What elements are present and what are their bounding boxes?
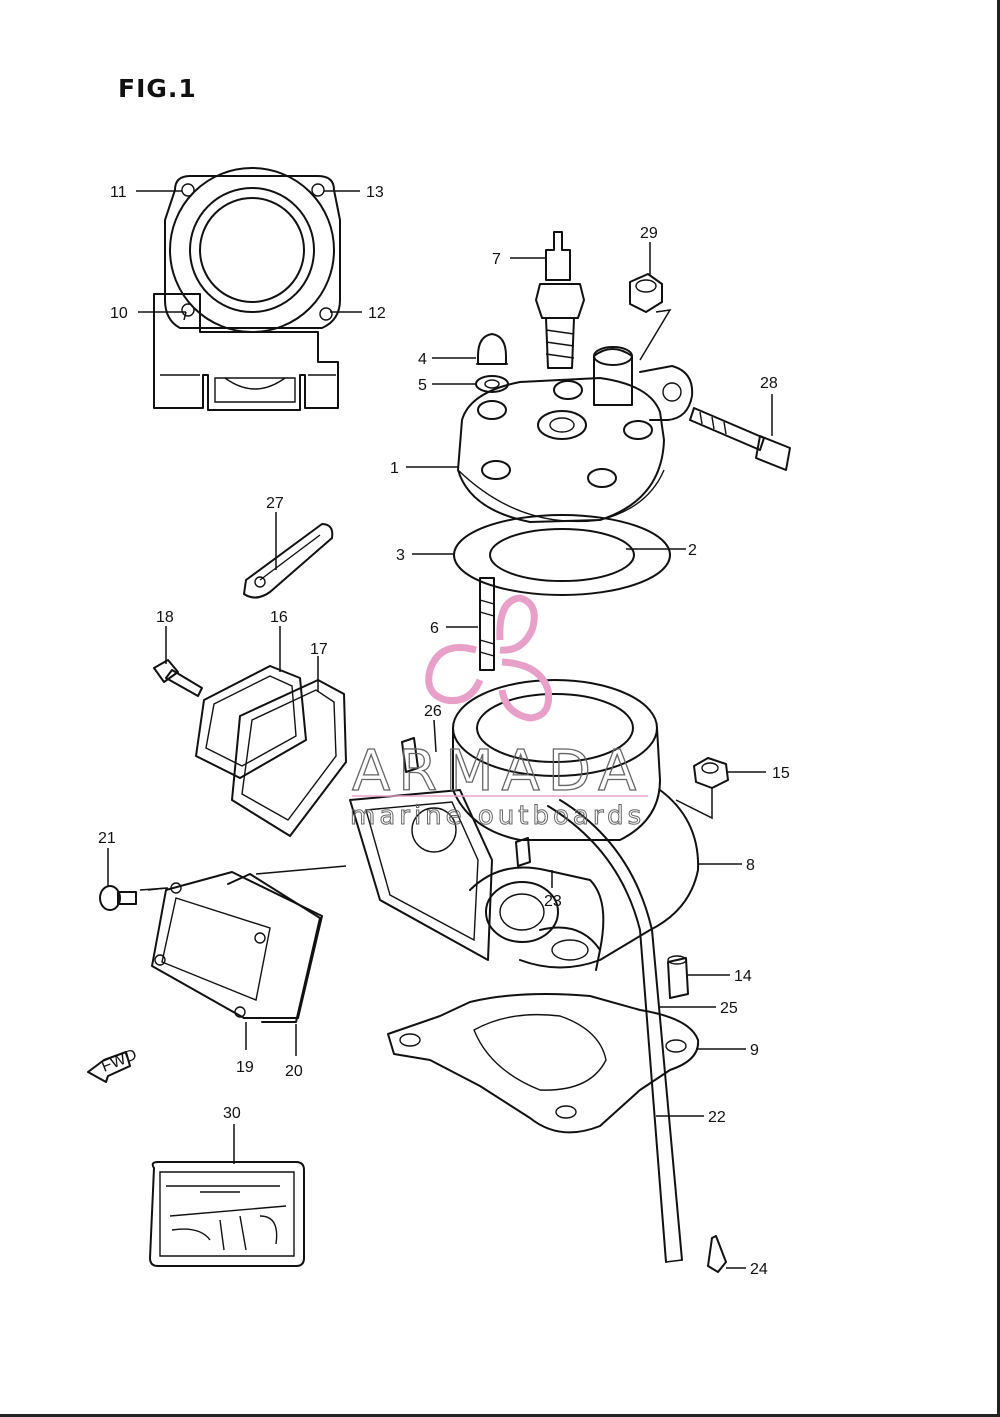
armada-watermark: ARMADA marine outboards — [350, 594, 648, 832]
callout-15: 15 — [772, 765, 790, 782]
callout-20: 20 — [285, 1063, 303, 1080]
label-plate-30 — [149, 1161, 305, 1267]
callout-14: 14 — [734, 968, 752, 985]
callout-labels: 11 13 10 12 7 29 4 5 28 1 27 3 2 6 18 16… — [98, 184, 790, 1278]
watermark-tagline: marine outboards — [350, 801, 645, 831]
leader-lines — [107, 190, 773, 1269]
head-gaskets — [453, 514, 671, 596]
callout-8: 8 — [746, 857, 755, 874]
callout-27: 27 — [266, 495, 284, 512]
callout-5: 5 — [418, 377, 427, 394]
base-gasket — [387, 993, 700, 1134]
callout-26: 26 — [424, 703, 442, 720]
nut-15 — [693, 757, 729, 789]
spark-plug — [535, 231, 585, 369]
watermark-logo-mark — [425, 594, 553, 722]
nut-29 — [629, 273, 663, 313]
callout-6: 6 — [430, 620, 439, 637]
callout-13: 13 — [366, 184, 384, 201]
callout-21: 21 — [98, 830, 116, 847]
callout-25: 25 — [720, 1000, 738, 1017]
callout-23: 23 — [544, 893, 562, 910]
callout-17: 17 — [310, 641, 328, 658]
cap-nut-4 — [476, 333, 508, 365]
bushing-14 — [667, 955, 689, 999]
watermark-brand: ARMADA — [352, 739, 644, 804]
callout-28: 28 — [760, 375, 778, 392]
callout-18: 18 — [156, 609, 174, 626]
clip-24 — [707, 1235, 727, 1273]
callout-1: 1 — [390, 460, 399, 477]
callout-12: 12 — [368, 305, 386, 322]
hose-22 — [547, 799, 683, 1263]
callout-24: 24 — [750, 1261, 768, 1278]
callout-29: 29 — [640, 225, 658, 242]
cylinder-head — [457, 346, 694, 523]
bolt-28 — [689, 407, 791, 471]
inset-cylinder-view — [153, 167, 341, 411]
fwd-direction-marker: FWD — [87, 1046, 139, 1083]
callout-30: 30 — [223, 1105, 241, 1122]
callout-11: 11 — [110, 184, 127, 201]
callout-16: 16 — [270, 609, 288, 626]
callout-19: 19 — [236, 1059, 254, 1076]
stud-6 — [479, 577, 495, 671]
bolt-18 — [153, 659, 203, 697]
callout-2: 2 — [688, 542, 697, 559]
figure-title: FIG.1 — [118, 74, 197, 103]
callout-22: 22 — [708, 1109, 726, 1126]
exhaust-covers — [151, 871, 323, 1023]
bracket-27 — [243, 523, 334, 599]
callout-9: 9 — [750, 1042, 759, 1059]
cylinder-block — [349, 679, 700, 971]
callout-4: 4 — [418, 351, 427, 368]
callout-3: 3 — [396, 547, 405, 564]
screw-21 — [99, 885, 137, 911]
callout-7: 7 — [492, 251, 501, 268]
callout-10: 10 — [110, 305, 128, 322]
exhaust-gaskets — [195, 665, 347, 837]
